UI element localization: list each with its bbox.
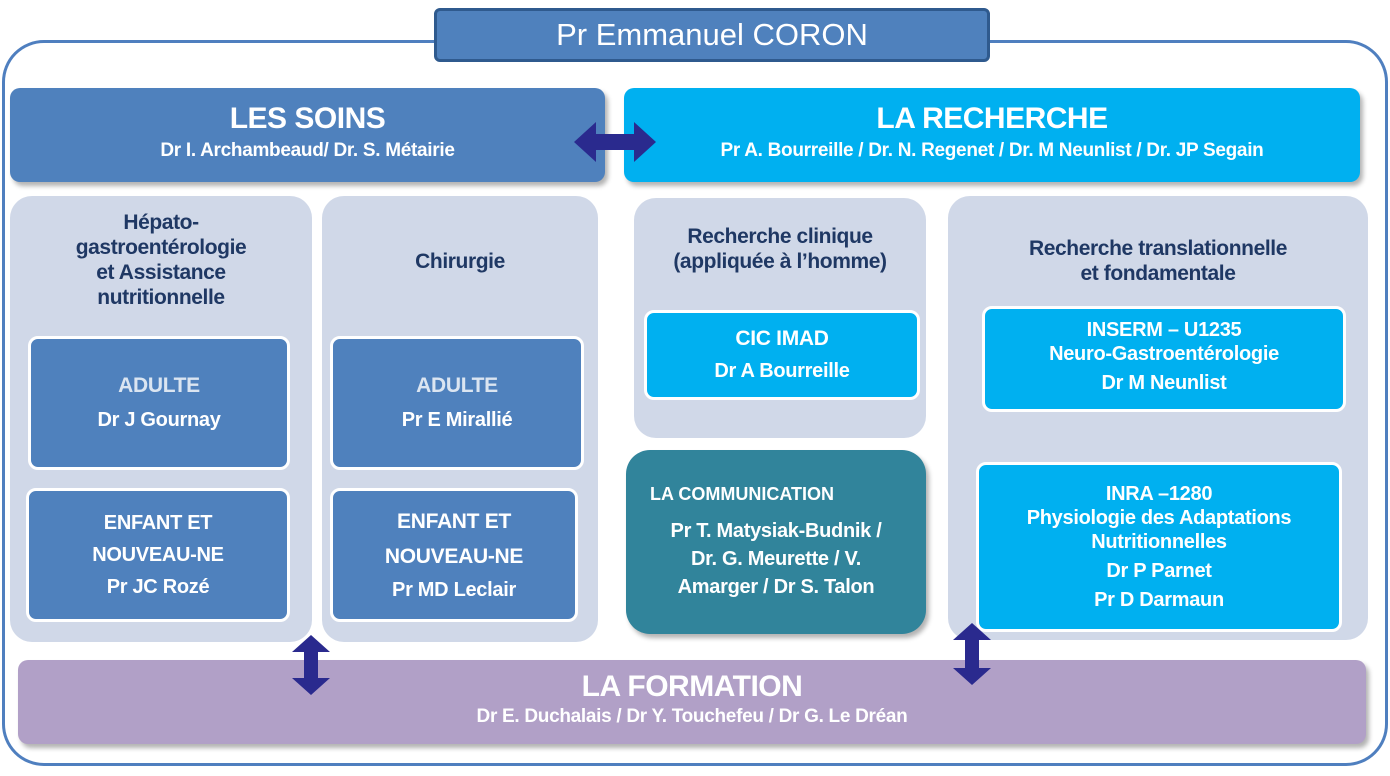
double-arrow-horizontal-icon xyxy=(574,122,656,162)
inserm-box: INSERM – U1235 Neuro-Gastroentérologie D… xyxy=(982,306,1346,412)
box-label: ADULTE xyxy=(118,374,200,397)
box-label: ENFANT ET xyxy=(103,512,213,534)
box-label: ENFANT ET xyxy=(397,510,511,533)
translationnelle-heading: Recherche translationnelle xyxy=(1028,237,1288,260)
box-label: NOUVEAU-NE xyxy=(92,544,224,566)
director-title: Pr Emmanuel CORON xyxy=(434,8,990,62)
box-lead: Pr JC Rozé xyxy=(106,576,210,598)
soins-heading: LES SOINS xyxy=(229,102,386,135)
clinique-heading: (appliquée à l’homme) xyxy=(673,250,887,273)
recherche-leads: Pr A. Bourreille / Dr. N. Regenet / Dr. … xyxy=(720,140,1264,161)
box-lead: Dr J Gournay xyxy=(97,409,221,431)
box-label: NOUVEAU-NE xyxy=(384,545,524,568)
chirurgie-heading: Chirurgie xyxy=(415,250,505,273)
box-lead: Dr M Neunlist xyxy=(1101,372,1227,394)
communication-heading: LA COMMUNICATION xyxy=(650,484,834,504)
soins-leads: Dr I. Archambeaud/ Dr. S. Métairie xyxy=(160,140,455,161)
box-lead: Pr E Mirallié xyxy=(401,409,513,431)
box-lead: Pr D Darmaun xyxy=(1094,589,1224,611)
hepato-heading-line: nutritionnelle xyxy=(97,286,225,309)
box-label: INRA –1280 xyxy=(1105,483,1213,505)
formation-band: LA FORMATION Dr E. Duchalais / Dr Y. Tou… xyxy=(18,660,1366,744)
chirurgie-adulte-box: ADULTE Pr E Mirallié xyxy=(330,336,584,470)
cic-imad-box: CIC IMAD Dr A Bourreille xyxy=(644,310,920,400)
box-lead: Dr P Parnet xyxy=(1106,560,1212,582)
inra-box: INRA –1280 Physiologie des Adaptations N… xyxy=(976,462,1342,632)
box-label: INSERM – U1235 xyxy=(1086,319,1242,341)
clinique-heading: Recherche clinique xyxy=(687,225,873,248)
box-label: Neuro-Gastroentérologie xyxy=(1049,343,1279,365)
hepato-enfant-box: ENFANT ET NOUVEAU-NE Pr JC Rozé xyxy=(26,488,290,622)
box-label: CIC IMAD xyxy=(735,327,829,350)
formation-leads: Dr E. Duchalais / Dr Y. Touchefeu / Dr G… xyxy=(476,706,908,727)
box-lead: Pr MD Leclair xyxy=(392,579,516,601)
translationnelle-heading: et fondamentale xyxy=(1080,262,1236,285)
recherche-header: LA RECHERCHE Pr A. Bourreille / Dr. N. R… xyxy=(624,88,1360,182)
box-lead: Dr A Bourreille xyxy=(714,360,850,382)
box-label: Nutritionnelles xyxy=(1091,531,1227,553)
box-label: Physiologie des Adaptations xyxy=(1026,507,1292,529)
recherche-heading: LA RECHERCHE xyxy=(876,102,1108,135)
double-arrow-vertical-icon xyxy=(292,635,330,695)
communication-lead: Dr. G. Meurette / V. xyxy=(691,548,861,570)
box-label: ADULTE xyxy=(416,374,498,397)
hepato-heading-line: Hépato- xyxy=(123,211,199,234)
hepato-adulte-box: ADULTE Dr J Gournay xyxy=(28,336,290,470)
hepato-heading-line: gastroentérologie xyxy=(75,236,247,259)
communication-lead: Pr T. Matysiak-Budnik / xyxy=(670,520,882,542)
communication-lead: Amarger / Dr S. Talon xyxy=(677,576,875,598)
hepato-heading-line: et Assistance xyxy=(96,261,226,284)
soins-header: LES SOINS Dr I. Archambeaud/ Dr. S. Méta… xyxy=(10,88,605,182)
formation-heading: LA FORMATION xyxy=(581,670,803,703)
chirurgie-enfant-box: ENFANT ET NOUVEAU-NE Pr MD Leclair xyxy=(330,488,578,622)
double-arrow-vertical-icon xyxy=(953,623,991,685)
communication-box: LA COMMUNICATION Pr T. Matysiak-Budnik /… xyxy=(626,450,926,634)
